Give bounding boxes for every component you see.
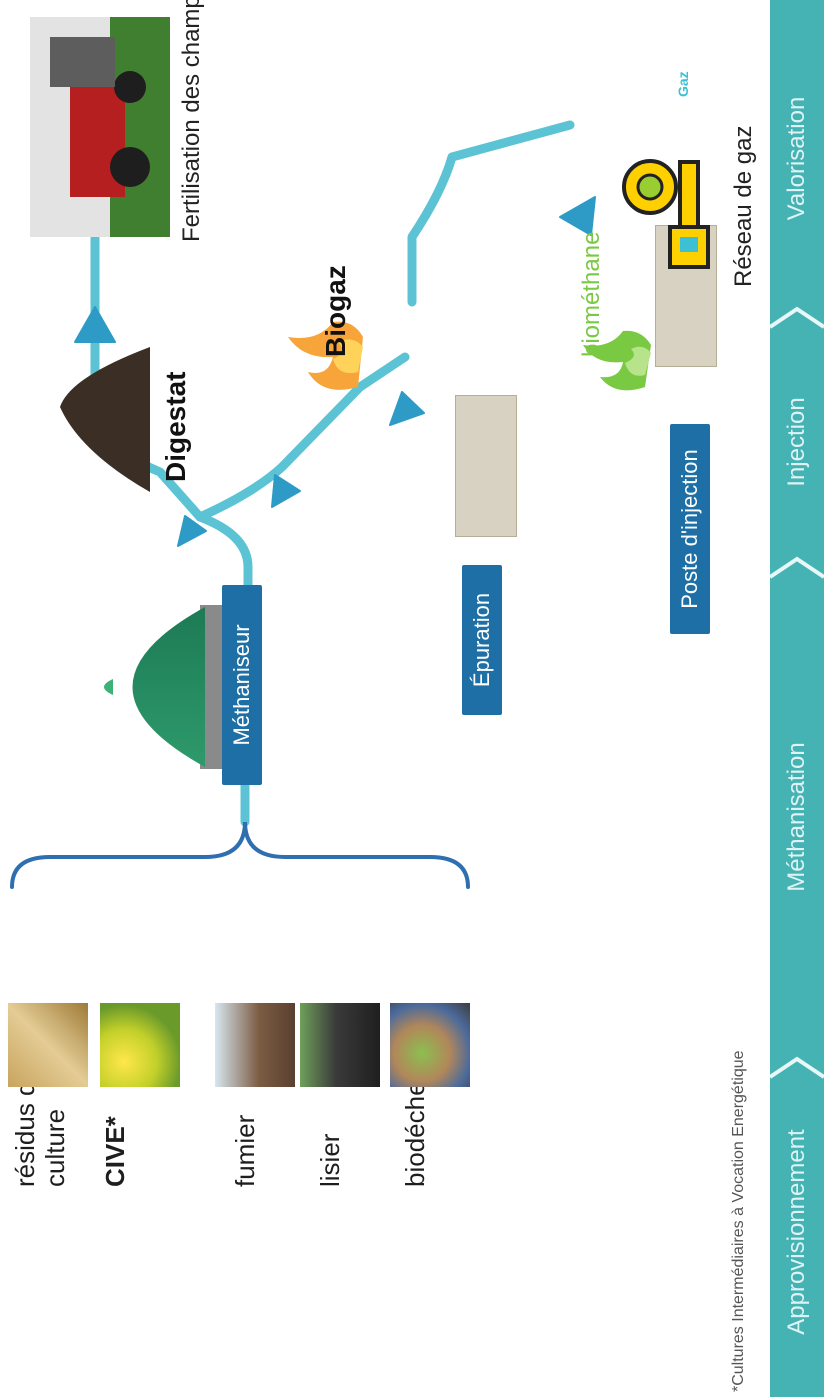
reseau-gaz-label: Réseau de gaz	[730, 125, 757, 287]
biomethane-label: biométhane	[578, 231, 605, 357]
biowaste-photo	[390, 1003, 470, 1087]
biomethane-flame-icon	[583, 330, 651, 391]
input-label-lisier: lisier	[315, 1133, 345, 1187]
poste-injection-label: Poste d'injection	[670, 424, 710, 634]
gaz-tag: Gaz	[675, 71, 691, 97]
stage-chevrons	[770, 306, 824, 1079]
crop-residue-photo	[8, 1003, 88, 1087]
tractor-field-photo	[30, 17, 170, 237]
gas-network-icon	[622, 159, 710, 269]
biogaz-flame-icon	[288, 321, 363, 390]
footnote: *Cultures Intermédiaires à Vocation Ener…	[730, 1050, 747, 1392]
inputs-column: résidus de culture CIVE* fumier lisier b…	[0, 877, 824, 1397]
fertilisation-label: Fertilisation des champs	[178, 0, 205, 242]
yellow-flowers-photo	[100, 1003, 180, 1087]
manure-photo	[215, 1003, 295, 1087]
slurry-photo	[300, 1003, 380, 1087]
flow-arrow	[177, 515, 207, 547]
flow-arrow	[559, 196, 596, 236]
input-label-fumier: fumier	[230, 1114, 260, 1187]
input-group-brace	[10, 821, 470, 889]
input-label-residus-line2: culture	[40, 1108, 70, 1187]
flow-arrow	[389, 391, 425, 426]
digester-dome-illustration	[104, 605, 242, 769]
digestat-label: Digestat	[160, 371, 191, 482]
biogaz-label: Biogaz	[320, 265, 351, 357]
process-stages-bar: Approvisionnement Méthanisation Injectio…	[770, 0, 824, 1397]
digestat-pile-icon	[60, 347, 150, 492]
flow-arrow	[271, 474, 301, 508]
methaniseur-label: Méthaniseur	[222, 585, 262, 785]
flow-arrow	[74, 306, 116, 343]
input-label-cive: CIVE*	[100, 1116, 130, 1187]
epuration-unit	[455, 395, 517, 537]
epuration-label: Épuration	[462, 565, 502, 715]
